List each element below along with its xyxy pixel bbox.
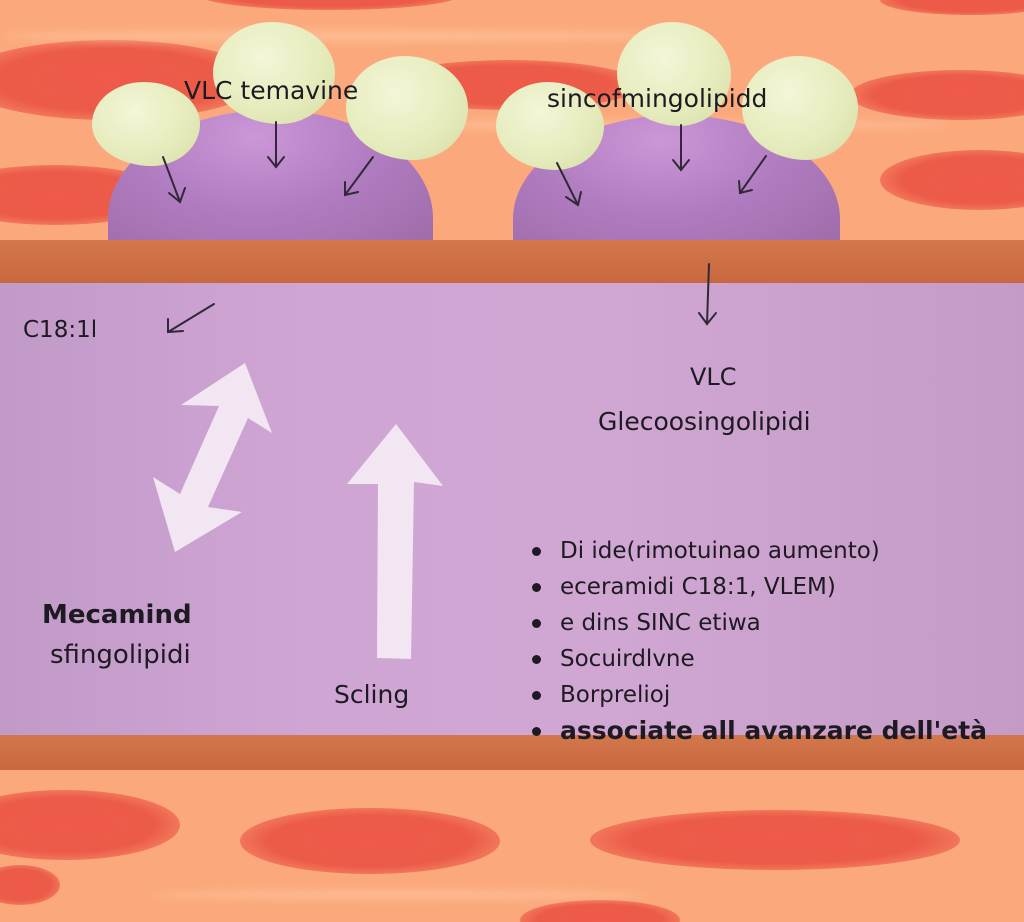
red-cell (850, 70, 1024, 120)
red-cell (0, 790, 180, 860)
glycosphingolipid-label: Glecoosingolipidi (598, 407, 811, 436)
list-item: eceramidi C18:1, VLEM) (528, 569, 987, 605)
bidirectional-arrow-icon (153, 363, 272, 552)
red-cell (880, 0, 1024, 15)
list-item: e dins SINC etiwa (528, 605, 987, 641)
vesicle (496, 82, 604, 170)
vesicle (617, 22, 731, 126)
vesicle (346, 56, 468, 160)
left-arrow-icon (167, 303, 215, 334)
vlc-label-top: VLC temavine (184, 76, 359, 105)
list-item: Di ide(rimotuinao aumento) (528, 533, 987, 569)
down-arrow-icon (556, 162, 582, 207)
tissue-streak (0, 30, 700, 42)
sphingolipid-label-top: sincofmingolipidd (547, 84, 768, 113)
down-arrow-icon (672, 124, 690, 172)
down-arrow-icon (162, 156, 186, 204)
down-arrow-icon (344, 156, 374, 197)
tissue-streak (150, 890, 650, 900)
red-cell (200, 0, 460, 10)
red-cell (520, 900, 680, 922)
red-cell (240, 808, 500, 874)
findings-list: Di ide(rimotuinao aumento) eceramidi C18… (528, 533, 987, 749)
list-item: associate all avanzare dell'età (528, 713, 987, 749)
lower-membrane (0, 735, 1024, 770)
down-arrow-icon (698, 263, 717, 326)
ceramide-label-line1: Mecamind (42, 600, 192, 630)
signaling-label: Scling (334, 680, 410, 709)
vlc-label: VLC (690, 363, 737, 391)
c18-label: C18:1l (23, 317, 98, 343)
red-cell (590, 810, 960, 870)
down-arrow-icon (267, 121, 285, 169)
up-arrow-icon (347, 424, 443, 659)
vesicle (742, 56, 858, 160)
list-item: Socuirdlvne (528, 641, 987, 677)
upper-membrane (0, 240, 1024, 283)
down-arrow-icon (738, 155, 767, 195)
vesicle (92, 82, 200, 166)
vesicle (213, 22, 335, 124)
ceramide-label-line2: sfingolipidi (50, 640, 191, 670)
lower-tissue (0, 770, 1024, 922)
list-item: Borprelioj (528, 677, 987, 713)
